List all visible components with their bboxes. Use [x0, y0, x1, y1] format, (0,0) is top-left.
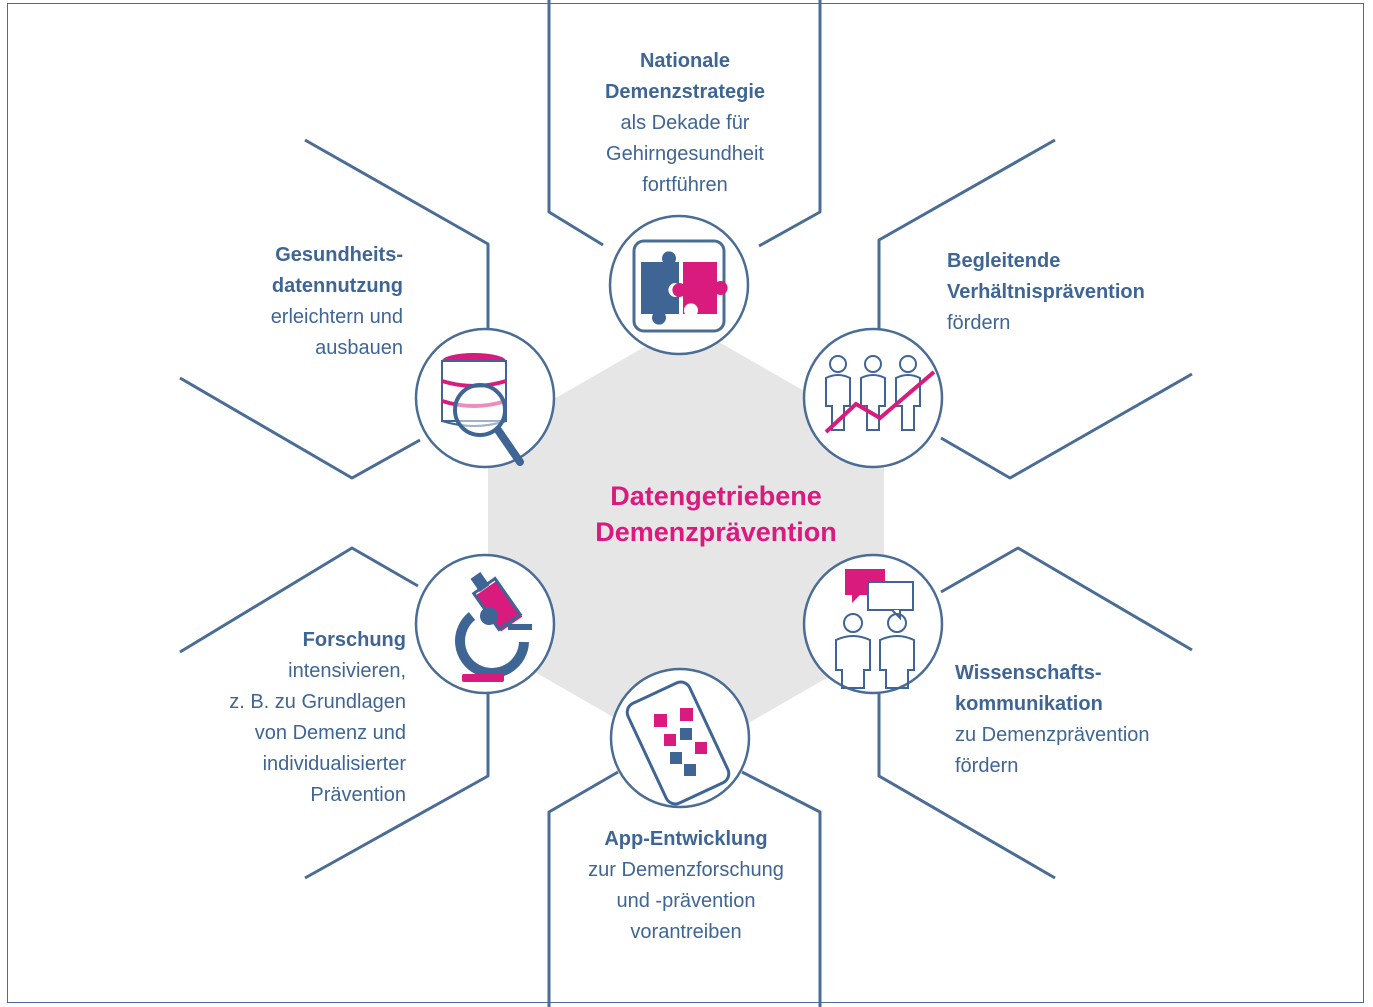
item-text: Gehirngesundheit [606, 143, 764, 165]
hex-outline-lower-right-lower [877, 680, 1056, 880]
hex-outline-upper-left [304, 138, 490, 355]
item-text: fortführen [642, 174, 728, 196]
puzzle-icon [632, 239, 728, 333]
item-text: als Dekade für [620, 112, 750, 134]
item-text: ausbauen [315, 337, 403, 359]
item-heading: Forschung [302, 629, 406, 651]
hex-outline-bottom-left [547, 770, 619, 1007]
hex-outline-lower-left [304, 688, 490, 880]
item-heading: Verhältnisprävention [947, 281, 1145, 303]
hex-outline-upper-right [877, 138, 1056, 344]
hex-outline-bottom-right [741, 770, 822, 1007]
hex-outline-lower-right [940, 546, 1193, 652]
hex-outline-top [547, 0, 604, 247]
circle-upper-right [802, 327, 944, 469]
item-text: zur Demenzforschung [588, 859, 784, 881]
item-text: von Demenz und [254, 722, 406, 744]
item-gesundheitsdatennutzung: Gesundheits- datennutzung erleichtern un… [150, 240, 403, 364]
item-text: z. B. zu Grundlagen [229, 691, 406, 713]
item-heading: Wissenschafts- [955, 662, 1102, 684]
item-text: zu Demenzprävention [955, 724, 1150, 746]
item-app-entwicklung: App-Entwicklung zur Demenzforschung und … [556, 824, 816, 948]
item-text: vorantreiben [630, 921, 742, 943]
item-heading: Nationale [639, 50, 731, 72]
item-text: erleichtern und [270, 306, 403, 328]
item-text: individualisierter [262, 753, 406, 775]
item-text: fördern [947, 312, 1011, 334]
item-wissenschaftskommunikation: Wissenschafts- kommunikation zu Demenzpr… [955, 658, 1215, 782]
smartphone-icon [625, 680, 731, 806]
speech-people-icon [835, 569, 915, 689]
item-heading: datennutzung [271, 275, 403, 297]
hex-outline-lower-left-upper [179, 546, 419, 654]
item-heading: kommunikation [955, 693, 1103, 715]
item-text: fördern [955, 755, 1019, 777]
item-nationale-demenzstrategie: Nationale Demenzstrategie als Dekade für… [560, 46, 810, 201]
item-text: und -prävention [616, 890, 756, 912]
item-heading: App-Entwicklung [604, 828, 768, 850]
center-title-line2: Demenzprävention [595, 517, 837, 547]
center-title-line1: Datengetriebene [610, 481, 822, 511]
item-text: intensivieren, [288, 660, 406, 682]
item-forschung: Forschung intensivieren, z. B. zu Grundl… [150, 625, 406, 811]
item-heading: Begleitende [947, 250, 1061, 272]
hex-outline-upper-right-lower [940, 372, 1193, 480]
microscope-icon [455, 572, 532, 682]
item-heading: Demenzstrategie [604, 81, 766, 103]
database-search-icon [441, 353, 524, 466]
center-title: Datengetriebene Demenzprävention [486, 478, 946, 550]
item-verhaeltnispraevention: Begleitende Verhältnisprävention fördern [947, 246, 1207, 339]
item-heading: Gesundheits- [275, 244, 403, 266]
item-text: Prävention [310, 784, 406, 806]
hex-outline-top-right-edge [758, 0, 822, 248]
outer-frame [7, 3, 1364, 1003]
people-trend-icon [824, 355, 936, 434]
center-hexagon [488, 323, 884, 759]
hex-outline-upper-left-lower [179, 376, 421, 480]
